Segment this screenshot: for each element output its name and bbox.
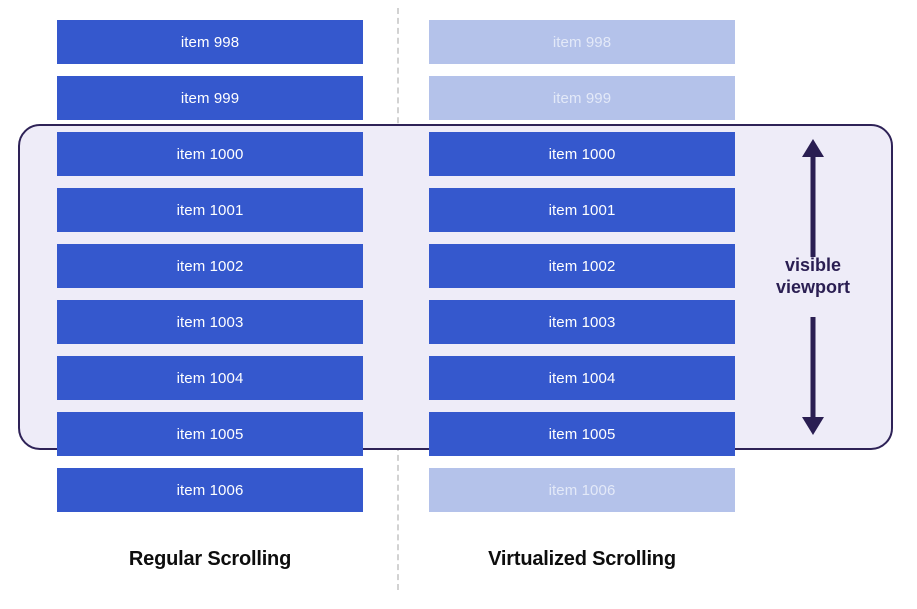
viewport-caption-line-2: viewport: [775, 277, 850, 297]
list-item-label: item 1001: [176, 201, 244, 219]
list-item-label: item 1003: [176, 313, 244, 331]
list-item-label: item 1005: [176, 425, 244, 443]
list-item[interactable]: item 1001: [429, 188, 735, 232]
list-item-label: item 1006: [176, 481, 244, 499]
list-item[interactable]: item 999: [429, 76, 735, 120]
list-item-label: item 1002: [176, 257, 244, 275]
list-item-label: item 1004: [176, 369, 244, 387]
arrow-down-icon: [802, 317, 824, 435]
list-item[interactable]: item 1001: [57, 188, 363, 232]
list-item[interactable]: item 1003: [429, 300, 735, 344]
list-item-label: item 1006: [548, 481, 616, 499]
list-item-label: item 998: [552, 33, 612, 51]
caption-virtualized-scrolling: Virtualized Scrolling: [488, 548, 676, 570]
list-item-label: item 999: [180, 89, 240, 107]
viewport-annotation: visible viewport: [752, 124, 874, 450]
viewport-caption: visible viewport: [752, 254, 874, 298]
caption-regular-scrolling: Regular Scrolling: [128, 548, 292, 570]
list-item[interactable]: item 1003: [57, 300, 363, 344]
list-item[interactable]: item 998: [57, 20, 363, 64]
list-item-label: item 1005: [548, 425, 616, 443]
virtualized-scrolling-column: item 998 item 999 item 1000 item 1001 item 1…: [400, 0, 760, 609]
list-item[interactable]: item 1002: [57, 244, 363, 288]
list-item[interactable]: item 999: [57, 76, 363, 120]
list-item[interactable]: item 1000: [57, 132, 363, 176]
list-item[interactable]: item 998: [429, 20, 735, 64]
list-item-label: item 999: [552, 89, 612, 107]
list-item[interactable]: item 1005: [57, 412, 363, 456]
list-item[interactable]: item 1004: [57, 356, 363, 400]
list-item-label: item 1000: [548, 145, 616, 163]
regular-scrolling-column: item 998 item 999 item 1000 item 1001 item 1…: [28, 0, 388, 609]
list-item-label: item 998: [180, 33, 240, 51]
list-item-label: item 1003: [548, 313, 616, 331]
list-item[interactable]: item 1006: [429, 468, 735, 512]
viewport-caption-line-1: visible: [784, 255, 842, 275]
list-item-label: item 1002: [548, 257, 616, 275]
list-item[interactable]: item 1006: [57, 468, 363, 512]
list-item[interactable]: item 1000: [429, 132, 735, 176]
list-item-label: item 1001: [548, 201, 616, 219]
list-item-label: item 1004: [548, 369, 616, 387]
list-item[interactable]: item 1002: [429, 244, 735, 288]
arrow-up-icon: [802, 139, 824, 257]
list-item[interactable]: item 1005: [429, 412, 735, 456]
list-item[interactable]: item 1004: [429, 356, 735, 400]
list-item-label: item 1000: [176, 145, 244, 163]
